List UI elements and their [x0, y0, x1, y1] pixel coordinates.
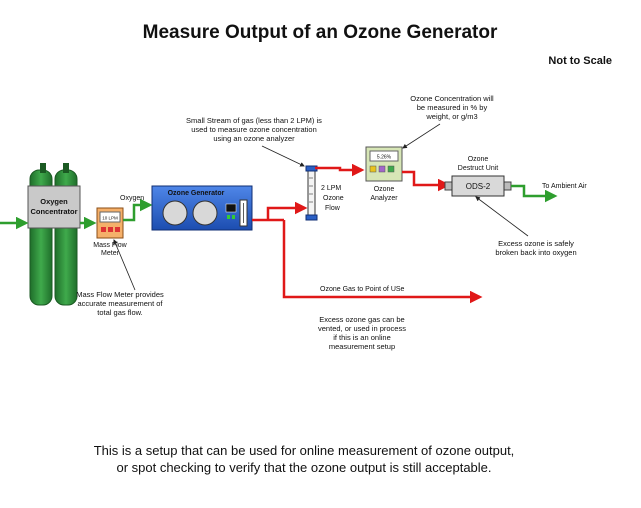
footer-text: This is a setup that can be used for onl… — [94, 443, 515, 458]
svg-text:Small Stream of gas (less than: Small Stream of gas (less than 2 LPM) is — [186, 116, 322, 125]
svg-text:vented, or used in process: vented, or used in process — [318, 324, 406, 333]
destruct-unit-label: Ozone — [468, 156, 489, 163]
ozone-flowmeter: 2 LPM Ozone Flow — [305, 165, 344, 221]
ozone-to-destruct-line — [402, 170, 451, 192]
oxygen-concentrator: Oxygen Concentrator — [27, 163, 81, 306]
flowmeter-label: 2 LPM — [321, 185, 341, 192]
mass-flow-label: Mass Flow — [93, 242, 127, 249]
annotation-vented: Excess ozone gas can be vented, or used … — [318, 315, 406, 351]
ambient-air-line — [511, 184, 558, 203]
ozone-analyzer: 5.26% Ozone Analyzer — [365, 146, 403, 202]
svg-text:accurate measurement of: accurate measurement of — [77, 299, 163, 308]
destruct-unit-box-label: ODS-2 — [466, 182, 491, 191]
oxygen-concentrator-label: Concentrator — [30, 207, 77, 216]
analyzer-label: Ozone — [374, 186, 395, 193]
point-of-use-label: Ozone Gas to Point of USe — [320, 286, 405, 293]
ozone-destruct-unit: Ozone Destruct Unit ODS-2 — [444, 156, 512, 197]
destruct-unit-label: Destruct Unit — [458, 165, 499, 172]
callout-small-stream — [261, 145, 305, 167]
ozone-to-analyzer-line — [315, 163, 365, 177]
page-title: Measure Output of an Ozone Generator — [143, 22, 498, 43]
svg-text:be measured in % by: be measured in % by — [417, 103, 488, 112]
svg-text:Excess ozone gas can be: Excess ozone gas can be — [319, 315, 404, 324]
annotation-concentration: Ozone Concentration will be measured in … — [410, 94, 494, 121]
svg-text:if this is an online: if this is an online — [333, 333, 391, 342]
oxygen-concentrator-label: Oxygen — [40, 197, 68, 206]
svg-text:Excess ozone is safely: Excess ozone is safely — [498, 239, 574, 248]
svg-text:Mass Flow Meter provides: Mass Flow Meter provides — [76, 290, 164, 299]
ozone-sample-line — [266, 201, 308, 220]
annotation-small-stream: Small Stream of gas (less than 2 LPM) is… — [186, 116, 322, 143]
svg-text:Ozone Concentration will: Ozone Concentration will — [410, 94, 494, 103]
svg-text:using an ozone analyzer: using an ozone analyzer — [213, 134, 295, 143]
ambient-air-label: To Ambient Air — [542, 183, 587, 190]
callout-concentration — [402, 123, 441, 149]
svg-text:used to measure ozone concentr: used to measure ozone concentration — [191, 125, 317, 134]
mass-flow-display: 10 LPM — [102, 216, 118, 221]
analyzer-display: 5.26% — [377, 155, 392, 161]
scale-note: Not to Scale — [548, 55, 612, 67]
svg-text:total gas flow.: total gas flow. — [97, 308, 142, 317]
svg-text:measurement setup: measurement setup — [329, 342, 395, 351]
callout-mass-flow — [113, 239, 136, 291]
svg-text:broken back into oxygen: broken back into oxygen — [495, 248, 576, 257]
mass-flow-meter: 10 LPM Mass Flow Meter — [93, 207, 128, 257]
oxygen-feed-line — [123, 198, 153, 222]
flowmeter-label: Ozone — [323, 195, 344, 202]
mass-flow-label: Meter — [101, 250, 120, 257]
callout-excess-safe — [475, 196, 529, 237]
ozone-point-of-use-line — [282, 220, 483, 304]
ozone-generator: Ozone Generator — [151, 185, 253, 231]
analyzer-label: Analyzer — [370, 195, 398, 202]
ozone-generator-label: Ozone Generator — [168, 190, 225, 197]
svg-text:weight, or g/m3: weight, or g/m3 — [425, 112, 477, 121]
oxygen-flow-label: Oxygen — [120, 195, 144, 202]
annotation-mass-flow: Mass Flow Meter provides accurate measur… — [76, 290, 164, 317]
flowmeter-label: Flow — [325, 205, 341, 212]
annotation-excess-safe: Excess ozone is safely broken back into … — [495, 239, 576, 257]
footer-text: or spot checking to verify that the ozon… — [116, 460, 491, 475]
